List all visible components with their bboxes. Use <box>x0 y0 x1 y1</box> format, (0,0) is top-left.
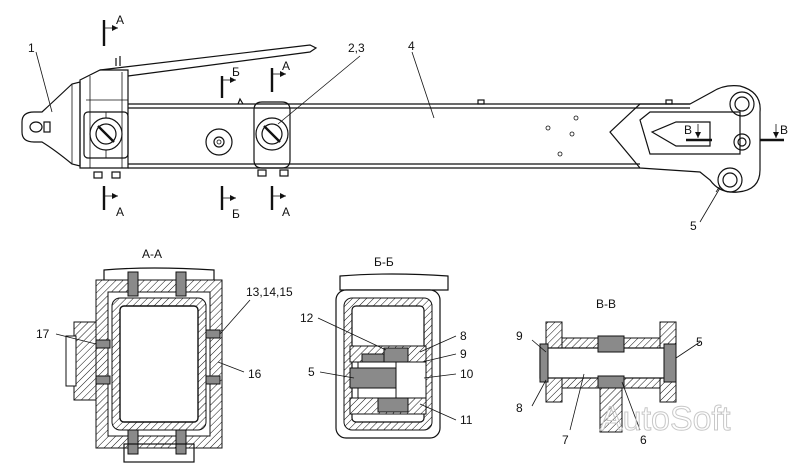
callout-12: 12 <box>300 311 314 325</box>
section-bb: Б-Б <box>317 255 457 439</box>
callout-5-bb: 5 <box>308 365 315 379</box>
section-mark-b <box>220 76 236 210</box>
mark-a-top-left: А <box>116 13 124 27</box>
section-aa <box>55 267 251 463</box>
section-vv: В-В <box>531 297 701 433</box>
callout-1: 1 <box>28 41 35 55</box>
title-section-vv: В-В <box>596 297 616 311</box>
boom-main-view <box>21 20 784 223</box>
callout-11: 11 <box>460 413 473 427</box>
callout-9-bb: 9 <box>460 347 467 361</box>
mark-a-top-right: А <box>282 59 290 73</box>
right-clamp <box>253 101 291 177</box>
callout-13-15: 13,14,15 <box>246 285 293 299</box>
callout-16: 16 <box>248 367 262 381</box>
callout-8-vv: 8 <box>516 401 523 415</box>
left-clamp <box>83 111 129 159</box>
mark-b-bot: Б <box>232 207 240 221</box>
section-mark-a-right <box>270 68 286 210</box>
mark-b-top: Б <box>232 65 240 79</box>
callout-4: 4 <box>408 39 415 53</box>
mark-a-bot-left: А <box>116 205 124 219</box>
mark-a-bot-right: А <box>282 205 290 219</box>
section-mark-a-left <box>102 20 118 210</box>
title-section-bb: Б-Б <box>374 255 394 269</box>
mark-v-inner: В <box>684 123 692 137</box>
callout-10: 10 <box>460 367 474 381</box>
section-mark-v <box>686 124 784 142</box>
watermark-text: AutoSoft <box>600 400 731 438</box>
callout-5-vv: 5 <box>696 335 703 349</box>
title-section-aa: А-А <box>142 247 162 261</box>
callout-9-vv: 9 <box>516 329 523 343</box>
callout-6: 6 <box>640 433 647 447</box>
callout-7: 7 <box>562 433 569 447</box>
callout-5-main: 5 <box>690 219 697 233</box>
callout-2-3: 2,3 <box>348 41 365 55</box>
callout-17: 17 <box>36 327 50 341</box>
mark-v-outer: В <box>780 123 788 137</box>
callout-8-bb: 8 <box>460 329 467 343</box>
